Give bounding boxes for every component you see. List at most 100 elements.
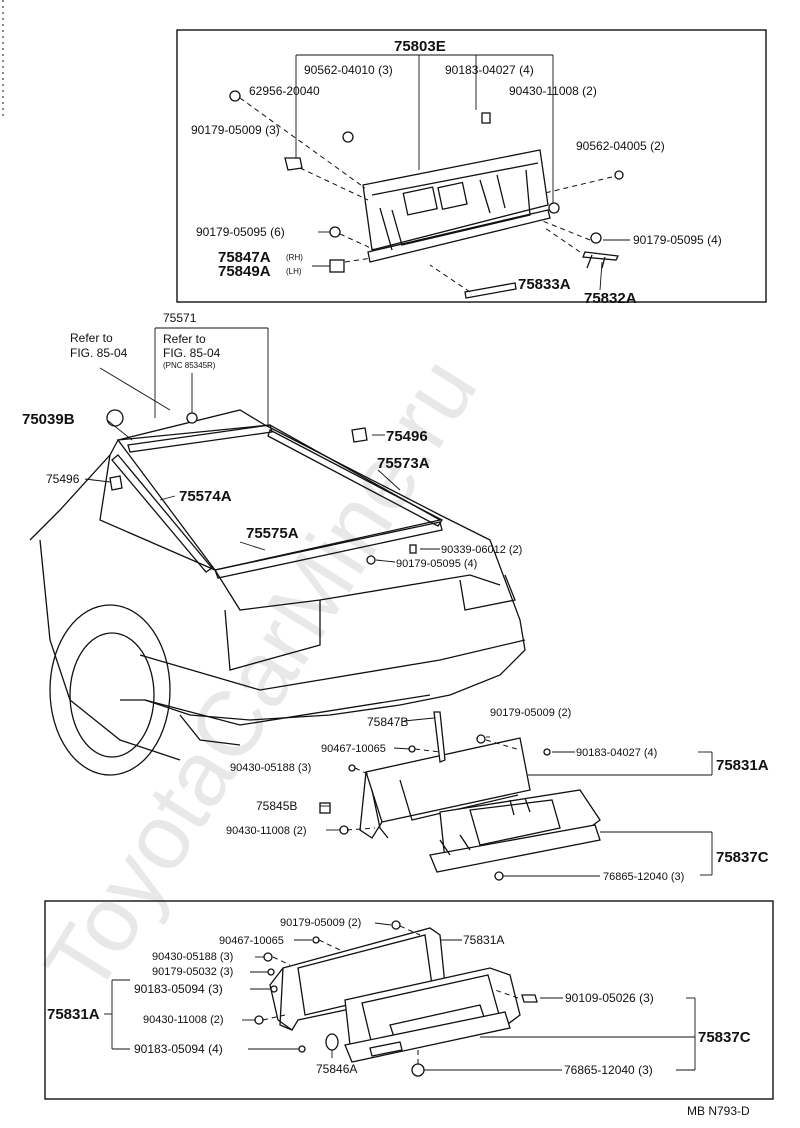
back-door-garnish-top xyxy=(362,149,551,263)
label-75846A: 75846A xyxy=(316,1062,357,1076)
car-rear-view xyxy=(29,409,526,776)
label-76865-12040-mid: 76865-12040 (3) xyxy=(603,871,684,883)
clip-90562-04010 xyxy=(284,157,303,171)
nut-90183-05094-b xyxy=(298,1045,306,1053)
label-90430-05188-bot: 90430-05188 (3) xyxy=(152,951,233,963)
nut-90179-05009-bot xyxy=(391,920,401,930)
nut-90183-05094-a xyxy=(270,985,278,993)
part-75833A-strip xyxy=(464,282,517,299)
label-90179-05095-mid: 90179-05095 (4) xyxy=(396,558,477,570)
callout-leads-mid-garnish xyxy=(320,717,713,877)
part-75574A-strip xyxy=(111,454,213,573)
label-90562-04010: 90562-04010 (3) xyxy=(304,63,393,77)
part-75832A-bracket xyxy=(582,251,619,269)
label-75849A-side: (LH) xyxy=(286,267,302,276)
label-90179-05095-4: 90179-05095 (4) xyxy=(633,233,722,247)
clip-90430-05188 xyxy=(348,764,356,772)
label-75831A-bot-r: 75831A xyxy=(463,933,504,947)
label-refer1-a: Refer to xyxy=(70,331,113,345)
clip-90430-05188-bot xyxy=(263,952,273,962)
label-75803E: 75803E xyxy=(394,38,446,55)
clip-90430-11008-mid xyxy=(339,825,349,835)
label-refer1-b: FIG. 85-04 xyxy=(70,346,128,360)
clip-90430-11008-bot xyxy=(254,1015,264,1025)
label-refer2-b: FIG. 85-04 xyxy=(163,346,221,360)
label-75831A-bot-l: 75831A xyxy=(47,1006,100,1023)
label-90179-05032: 90179-05032 (3) xyxy=(152,966,233,978)
part-75039B xyxy=(106,409,124,427)
nut-76865-bot xyxy=(411,1063,425,1077)
label-75574A: 75574A xyxy=(179,488,232,505)
part-75847A-clip xyxy=(329,259,345,273)
clip-90179-05032 xyxy=(267,968,275,976)
part-75573A-strip xyxy=(267,429,443,527)
label-90179-05009-mid: 90179-05009 (2) xyxy=(490,707,571,719)
label-90467-10065: 90467-10065 xyxy=(321,743,386,755)
bottom-detail-box xyxy=(44,900,774,1100)
label-75833A: 75833A xyxy=(518,276,571,293)
clip-90109-05026 xyxy=(521,994,538,1003)
label-75832A: 75832A xyxy=(584,290,637,307)
label-75831A-mid: 75831A xyxy=(716,757,769,774)
label-90430-11008-bot: 90430-11008 (2) xyxy=(143,1014,224,1026)
label-75039B: 75039B xyxy=(22,411,75,428)
label-90183-04027: 90183-04027 (4) xyxy=(445,63,534,77)
label-90430-11008: 90430-11008 (2) xyxy=(509,84,597,98)
clip-90183-04027 xyxy=(481,112,491,124)
label-76865-12040-bot: 76865-12040 (3) xyxy=(564,1063,653,1077)
nut-90179-05095-r xyxy=(590,232,602,244)
label-75571: 75571 xyxy=(163,311,197,325)
label-90467-10065-bot: 90467-10065 xyxy=(219,935,284,947)
part-75496-clip xyxy=(351,427,368,443)
part-75847B-bracket xyxy=(433,711,446,763)
label-75496: 75496 xyxy=(386,428,428,445)
nut-90183-mid xyxy=(543,748,551,756)
nut-90179-05095 xyxy=(329,226,341,238)
label-75573A: 75573A xyxy=(377,455,430,472)
label-75845B: 75845B xyxy=(256,799,297,813)
label-75847A-side: (RH) xyxy=(286,253,303,262)
label-75847A: 75847A xyxy=(218,249,271,266)
label-75496-left: 75496 xyxy=(46,472,80,486)
label-refer2-a: Refer to xyxy=(163,332,206,346)
bolt-90467-bot xyxy=(312,936,320,944)
label-90179-05009-bot: 90179-05009 (2) xyxy=(280,917,361,929)
label-90109-05026: 90109-05026 (3) xyxy=(565,991,654,1005)
garnish-assembly-middle xyxy=(359,737,601,873)
label-75847B: 75847B xyxy=(367,715,408,729)
part-75845B xyxy=(319,802,331,814)
label-62956-20040: 62956-20040 xyxy=(249,84,320,98)
label-90430-05188-mid: 90430-05188 (3) xyxy=(230,762,311,774)
top-detail-box xyxy=(176,29,767,303)
label-75575A: 75575A xyxy=(246,525,299,542)
label-90179-05009: 90179-05009 (3) xyxy=(191,123,280,137)
label-75837C-mid: 75837C xyxy=(716,849,769,866)
clip-fig85 xyxy=(186,412,198,424)
nut-90179-05009-mid xyxy=(476,734,486,744)
nut-90179-05009 xyxy=(229,90,241,102)
part-75846A xyxy=(325,1033,339,1051)
part-75575A-strip xyxy=(214,521,443,579)
nut-76865 xyxy=(494,871,504,881)
label-90562-04005: 90562-04005 (2) xyxy=(576,139,665,153)
label-90183-05094-a: 90183-05094 (3) xyxy=(134,982,223,996)
clip-90339 xyxy=(409,544,417,554)
callout-brackets-mid xyxy=(84,327,440,563)
clip-90430-11008 xyxy=(548,202,560,214)
label-75837C-bot: 75837C xyxy=(698,1029,751,1046)
label-90183-05094-b: 90183-05094 (4) xyxy=(134,1042,223,1056)
footer-code: MB N793-D xyxy=(687,1104,750,1118)
label-90339-06012: 90339-06012 (2) xyxy=(441,544,522,556)
label-90430-11008-mid: 90430-11008 (2) xyxy=(226,825,307,837)
label-refer2-c: (PNC 85345R) xyxy=(163,361,216,370)
label-90179-05095-6: 90179-05095 (6) xyxy=(196,225,285,239)
assembly-bracket-75803E xyxy=(295,54,554,205)
callout-leads-bottom xyxy=(104,922,696,1071)
label-90183-04027-mid: 90183-04027 (4) xyxy=(576,747,657,759)
clip-90562-04005 xyxy=(614,170,624,180)
label-75849A: 75849A xyxy=(218,263,271,280)
clip-62956-20040 xyxy=(342,131,354,143)
part-75571-molding xyxy=(127,424,273,453)
